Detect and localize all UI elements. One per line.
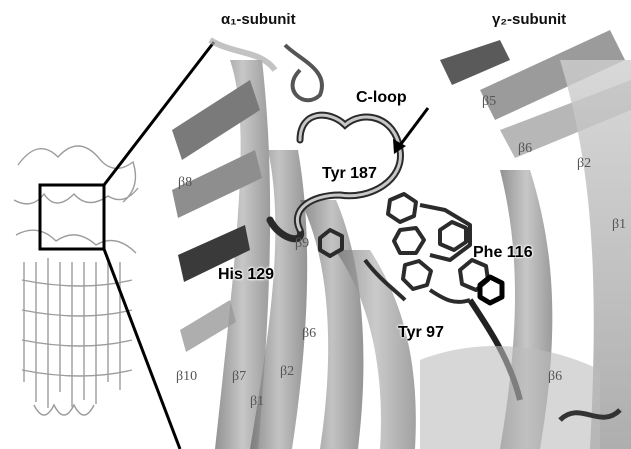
strand-b9-label: β9: [295, 237, 309, 251]
strand-b6-gamma-bottom-label: β6: [548, 370, 562, 384]
strand-b10-label: β10: [176, 370, 197, 384]
strand-b1-gamma-label: β1: [612, 218, 626, 232]
strand-b2-alpha-label: β2: [280, 365, 294, 379]
strand-b7-label: β7: [232, 370, 246, 384]
tyr97-label: Tyr 97: [398, 325, 444, 341]
strand-b2-gamma-label: β2: [577, 157, 591, 171]
zoom-line-top: [104, 42, 214, 185]
phe116-label: Phe 116: [473, 245, 533, 261]
gamma-subunit-header: γ₂-subunit: [492, 12, 566, 27]
c-loop-arrow: [398, 108, 428, 148]
tyr187-label: Tyr 187: [322, 166, 377, 182]
strand-b5-label: β5: [482, 95, 496, 109]
strand-b1-alpha-label: β1: [250, 395, 264, 409]
strand-b8-label: β8: [178, 176, 192, 190]
gamma-subunit-ribbons: [420, 30, 631, 449]
strand-b6-gamma-top-label: β6: [518, 142, 532, 156]
his129-label: His 129: [218, 267, 274, 283]
c-loop-label: C-loop: [356, 90, 407, 106]
alpha-subunit-header: α₁-subunit: [221, 12, 296, 27]
zoom-line-bottom: [104, 249, 180, 449]
zoom-box: [40, 185, 104, 249]
strand-b6-alpha-label: β6: [302, 327, 316, 341]
